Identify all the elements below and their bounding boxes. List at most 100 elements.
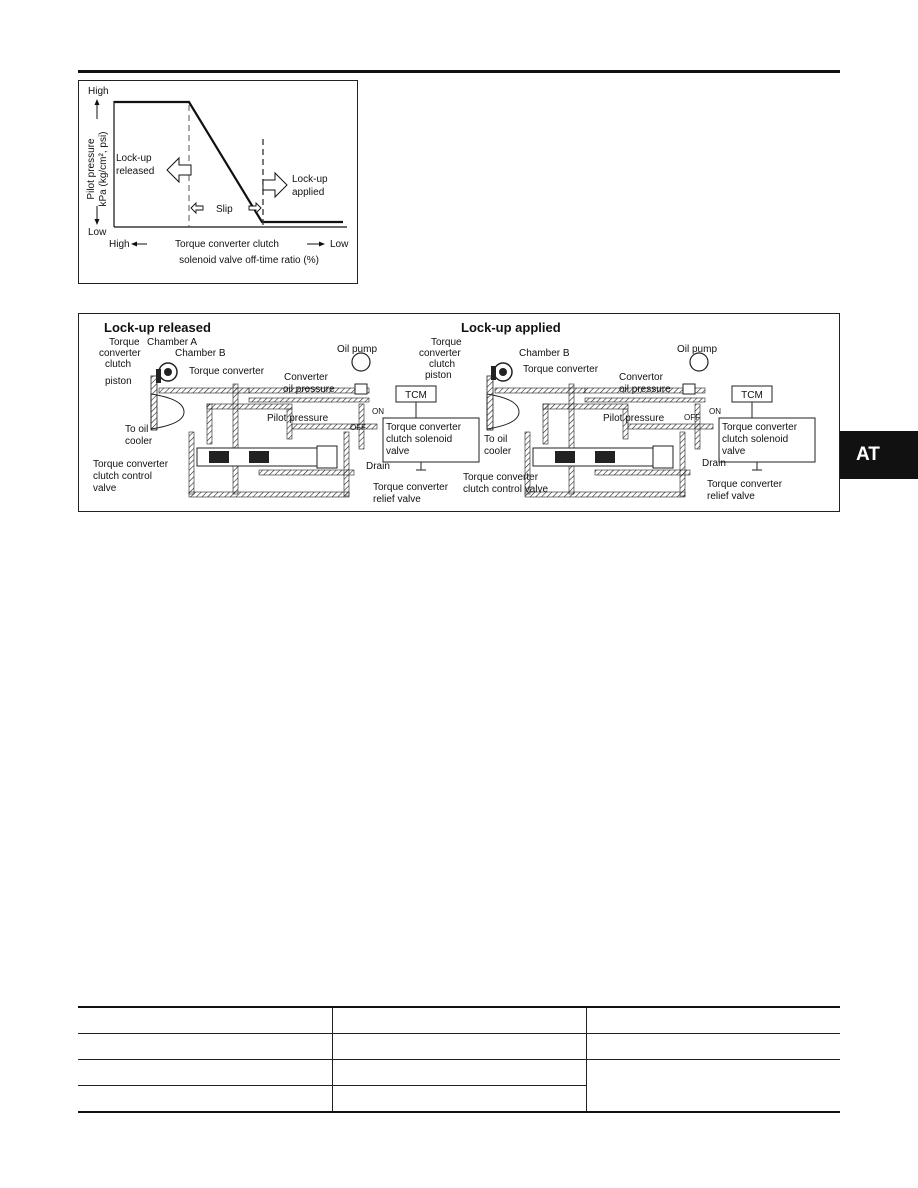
right-bottom-pipe [524, 491, 686, 498]
lockup-hydraulic-diagram-svg: Lock-up released [93, 320, 816, 505]
right-pump-pipe [694, 403, 701, 450]
left-converter-wall [150, 375, 158, 431]
top-rule [78, 70, 840, 73]
right-converter-pipe [584, 387, 706, 394]
left-panel: Lock-up released [93, 320, 480, 505]
right-solenoid-box [718, 417, 816, 463]
left-to-oil-cooler-line1: To oil [125, 424, 148, 435]
right-solenoid-pipe [627, 423, 714, 430]
left-converter-pipe-2 [248, 397, 370, 403]
right-title: Lock-up applied [461, 320, 561, 335]
y-up-arrowhead [94, 99, 100, 105]
right-control-spool-1 [555, 451, 575, 463]
left-converter-pressure-line2: oil pressure [283, 384, 335, 395]
right-relief-pipe [594, 469, 691, 476]
table-cell [78, 1059, 333, 1086]
left-pilot-pressure-label: Pilot pressure [267, 413, 329, 424]
table-cell [78, 1033, 333, 1060]
right-to-oil-cooler-line2: cooler [484, 446, 512, 457]
right-vertical-pipe-1 [568, 383, 575, 495]
lockup-released-line1: Lock-up [116, 153, 152, 164]
right-tcc-line1: Torque [431, 337, 462, 348]
table-cell [332, 1007, 587, 1034]
y-down-arrowhead [94, 219, 100, 225]
left-relief-valve-line2: relief valve [373, 494, 421, 505]
left-relief-pipe [258, 469, 355, 476]
left-on-label: ON [372, 407, 384, 416]
table-cell [332, 1085, 587, 1113]
left-pump-pipe [358, 403, 365, 450]
left-tcc-line1: Torque [109, 337, 140, 348]
left-control-valve-line1: Torque converter [93, 459, 169, 470]
left-vertical-pipe-2 [206, 403, 213, 445]
table-row [78, 1033, 840, 1060]
left-chamber-a-label: Chamber A [147, 337, 197, 348]
right-drain-label: Drain [702, 458, 726, 469]
right-oil-pump-label: Oil pump [677, 344, 717, 355]
right-on-label: ON [709, 407, 721, 416]
left-torque-converter-label: Torque converter [189, 366, 265, 377]
left-off-label: OFF [350, 423, 366, 432]
right-control-valve-body [532, 447, 654, 467]
right-converter-pipe-2 [584, 397, 706, 403]
left-piston [156, 369, 161, 383]
pressure-curve [114, 100, 343, 224]
left-solenoid-body [316, 445, 338, 469]
right-piston [491, 366, 496, 380]
right-tcm-label: TCM [741, 390, 763, 401]
y-axis-title-line2: kPa (kg/cm², psi) [98, 131, 109, 206]
left-tcc-line4: piston [105, 376, 132, 387]
left-solenoid-box [382, 417, 480, 463]
right-off-label: OFF [684, 413, 700, 422]
left-drain-label: Drain [366, 461, 390, 472]
left-tcc-line2: converter [99, 348, 141, 359]
left-converter-pipe [248, 387, 370, 394]
right-panel: Lock-up applied [419, 320, 816, 502]
left-control-spool-2 [249, 451, 269, 463]
right-torque-converter-housing [486, 393, 520, 430]
table-row [78, 1059, 840, 1113]
right-vertical-pipe-2 [542, 403, 549, 445]
right-pump-outlet [682, 383, 696, 395]
y-axis-title-line1: Pilot pressure [86, 138, 97, 200]
lockup-applied-line1: Lock-up [292, 174, 328, 185]
left-torque-converter-housing [150, 393, 185, 430]
x-axis-title-line1: Torque converter clutch [175, 239, 279, 250]
right-pilot-pipe [542, 403, 629, 410]
right-solenoid-line3: valve [722, 446, 746, 457]
left-solenoid-line1: Torque converter [386, 422, 462, 433]
left-relief-valve-line1: Torque converter [373, 482, 449, 493]
right-tcc-line4: piston [425, 370, 452, 381]
left-bottom-pipe [188, 491, 350, 498]
right-solenoid-line2: clutch solenoid [722, 434, 788, 445]
right-to-oil-cooler-line1: To oil [484, 434, 507, 445]
right-control-valve-line1: Torque converter [463, 472, 539, 483]
right-tcc-line2: converter [419, 348, 461, 359]
right-torque-converter-label: Torque converter [523, 364, 599, 375]
pilot-pressure-graph-svg: High Low Pilot pressure kPa (kg/cm², psi… [86, 86, 349, 266]
left-tcm-label: TCM [405, 390, 427, 401]
table-row [78, 1085, 840, 1113]
left-chamber-core [164, 368, 172, 376]
right-tcc-line3: clutch [429, 359, 455, 370]
right-chamber-core [499, 368, 507, 376]
pilot-pressure-graph: High Low Pilot pressure kPa (kg/cm², psi… [78, 80, 358, 284]
right-control-spool-2 [595, 451, 615, 463]
left-oil-pump [351, 352, 371, 372]
left-vertical-pipe-4 [188, 431, 195, 495]
section-tab-at: AT [840, 431, 918, 479]
left-title: Lock-up released [104, 320, 211, 335]
x-axis-title-line2: solenoid valve off-time ratio (%) [179, 255, 319, 266]
reference-table [78, 1006, 840, 1113]
table-cell [78, 1085, 333, 1113]
lockup-released-arrow [166, 156, 192, 184]
left-control-valve-line3: valve [93, 483, 117, 494]
table-cell [585, 1007, 840, 1034]
right-solenoid-line1: Torque converter [722, 422, 798, 433]
slip-right-arrow [248, 201, 262, 215]
table-cell [332, 1033, 587, 1060]
right-control-valve-line2: clutch control valve [463, 484, 548, 495]
left-solenoid-pipe [291, 423, 378, 430]
right-relief-valve-line2: relief valve [707, 491, 755, 502]
left-converter-pressure-line1: Converter [284, 372, 329, 383]
